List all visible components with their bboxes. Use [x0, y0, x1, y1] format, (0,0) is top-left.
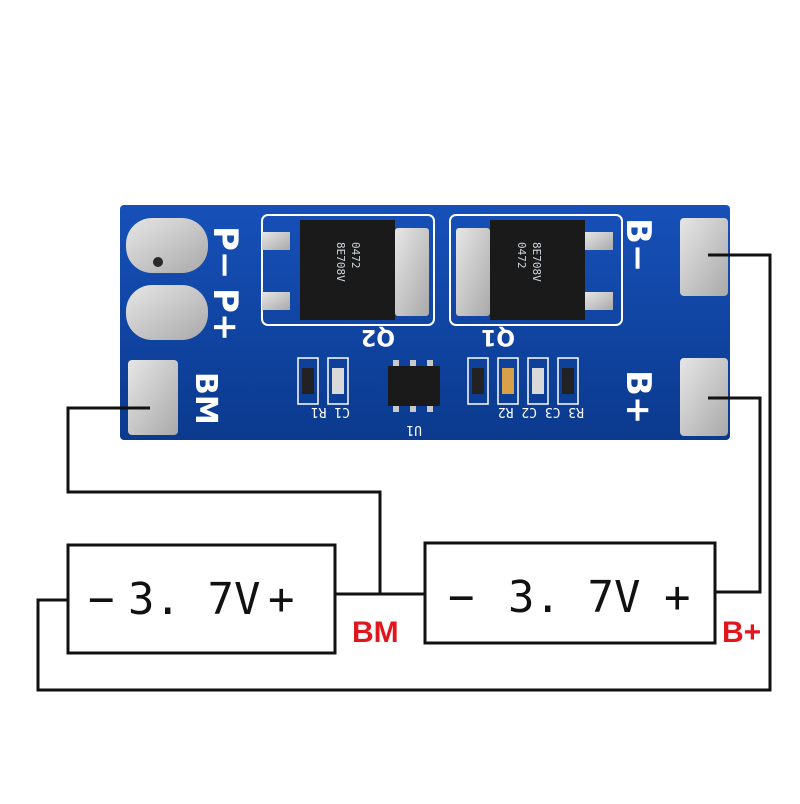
- q1-mark-2: 8E708V: [530, 242, 543, 282]
- pad-p-minus: [126, 218, 208, 273]
- q2-mark-2: 8E708V: [334, 242, 347, 282]
- battery-cell-1: − 3. 7V +: [66, 543, 337, 655]
- u1-pin: [393, 406, 399, 412]
- label-p-plus: P+: [205, 288, 245, 341]
- c2-outline: [497, 357, 519, 405]
- label-bm-red: BM: [352, 616, 399, 649]
- cell-1-minus: −: [88, 574, 115, 625]
- c1-body: [332, 368, 344, 394]
- cell-2-minus: −: [448, 572, 475, 623]
- cell-2-voltage: 3. 7V: [508, 572, 640, 623]
- pad-p-plus: [126, 285, 208, 340]
- wire-b-plus: [708, 396, 762, 594]
- q1-tab: [456, 228, 490, 316]
- label-p-minus: P−: [205, 226, 245, 279]
- cell-2-plus: +: [664, 572, 691, 623]
- label-bplus-red: B+: [722, 616, 761, 649]
- cell-1-box: [66, 543, 337, 655]
- u1-body: [388, 366, 440, 406]
- ic-u1: U1: [388, 360, 440, 437]
- q2-lead-top: [262, 232, 290, 250]
- label-bm-pad: BM: [188, 372, 223, 425]
- label-b-plus: B+: [618, 370, 658, 424]
- u1-pin: [393, 360, 399, 366]
- r2-body: [472, 368, 484, 394]
- c1-outline: [327, 357, 349, 405]
- pad-p-minus-hole: [153, 257, 163, 267]
- label-q2: Q2: [361, 324, 395, 349]
- label-u1: U1: [406, 422, 422, 437]
- q2-mark-1: 0472: [349, 242, 362, 269]
- r1-outline: [297, 357, 319, 405]
- q2-body: [300, 220, 395, 320]
- cell-2-box: [423, 541, 717, 645]
- passives-right: R3 C3 C2 R2: [467, 357, 584, 419]
- label-q1: Q1: [481, 324, 515, 349]
- u1-pin: [427, 406, 433, 412]
- pad-b-plus: [680, 358, 728, 436]
- mosfet-q2: 0472 8E708V: [262, 220, 429, 320]
- q1-outline: [449, 214, 623, 326]
- q2-tab: [395, 228, 429, 316]
- c3-body: [532, 368, 544, 394]
- battery-cell-2: − 3. 7V +: [423, 541, 717, 645]
- q2-lead-bottom: [262, 292, 290, 310]
- c2-body: [502, 368, 514, 394]
- pad-b-minus: [680, 218, 728, 296]
- mosfet-q1: 0472 8E708V: [456, 220, 613, 320]
- pcb-board: P− P+ BM B− B+ 0472 8E708V 0472 8E708V: [120, 205, 730, 440]
- label-r3-c3-c2-r2: R3 C3 C2 R2: [498, 404, 584, 419]
- c3-outline: [527, 357, 549, 405]
- pad-bm: [128, 360, 178, 435]
- r3-outline: [557, 357, 579, 405]
- wire-bm: [66, 406, 428, 596]
- u1-pin: [410, 406, 416, 412]
- q2-outline: [261, 214, 435, 326]
- q1-mark-1: 0472: [515, 242, 528, 269]
- u1-pin: [427, 360, 433, 366]
- r2-outline: [467, 357, 489, 405]
- r1-body: [302, 368, 314, 394]
- q1-body: [490, 220, 585, 320]
- passives-left: C1 R1: [297, 357, 350, 419]
- r3-body: [562, 368, 574, 394]
- cell-1-plus: +: [268, 574, 295, 625]
- u1-pin: [410, 360, 416, 366]
- q1-lead-top: [585, 232, 613, 250]
- wires: [36, 253, 772, 692]
- label-b-minus: B−: [618, 218, 658, 272]
- q1-lead-bottom: [585, 292, 613, 310]
- label-c1-r1: C1 R1: [311, 404, 350, 419]
- wire-b-minus: [36, 253, 772, 692]
- cell-1-voltage: 3. 7V: [128, 574, 260, 625]
